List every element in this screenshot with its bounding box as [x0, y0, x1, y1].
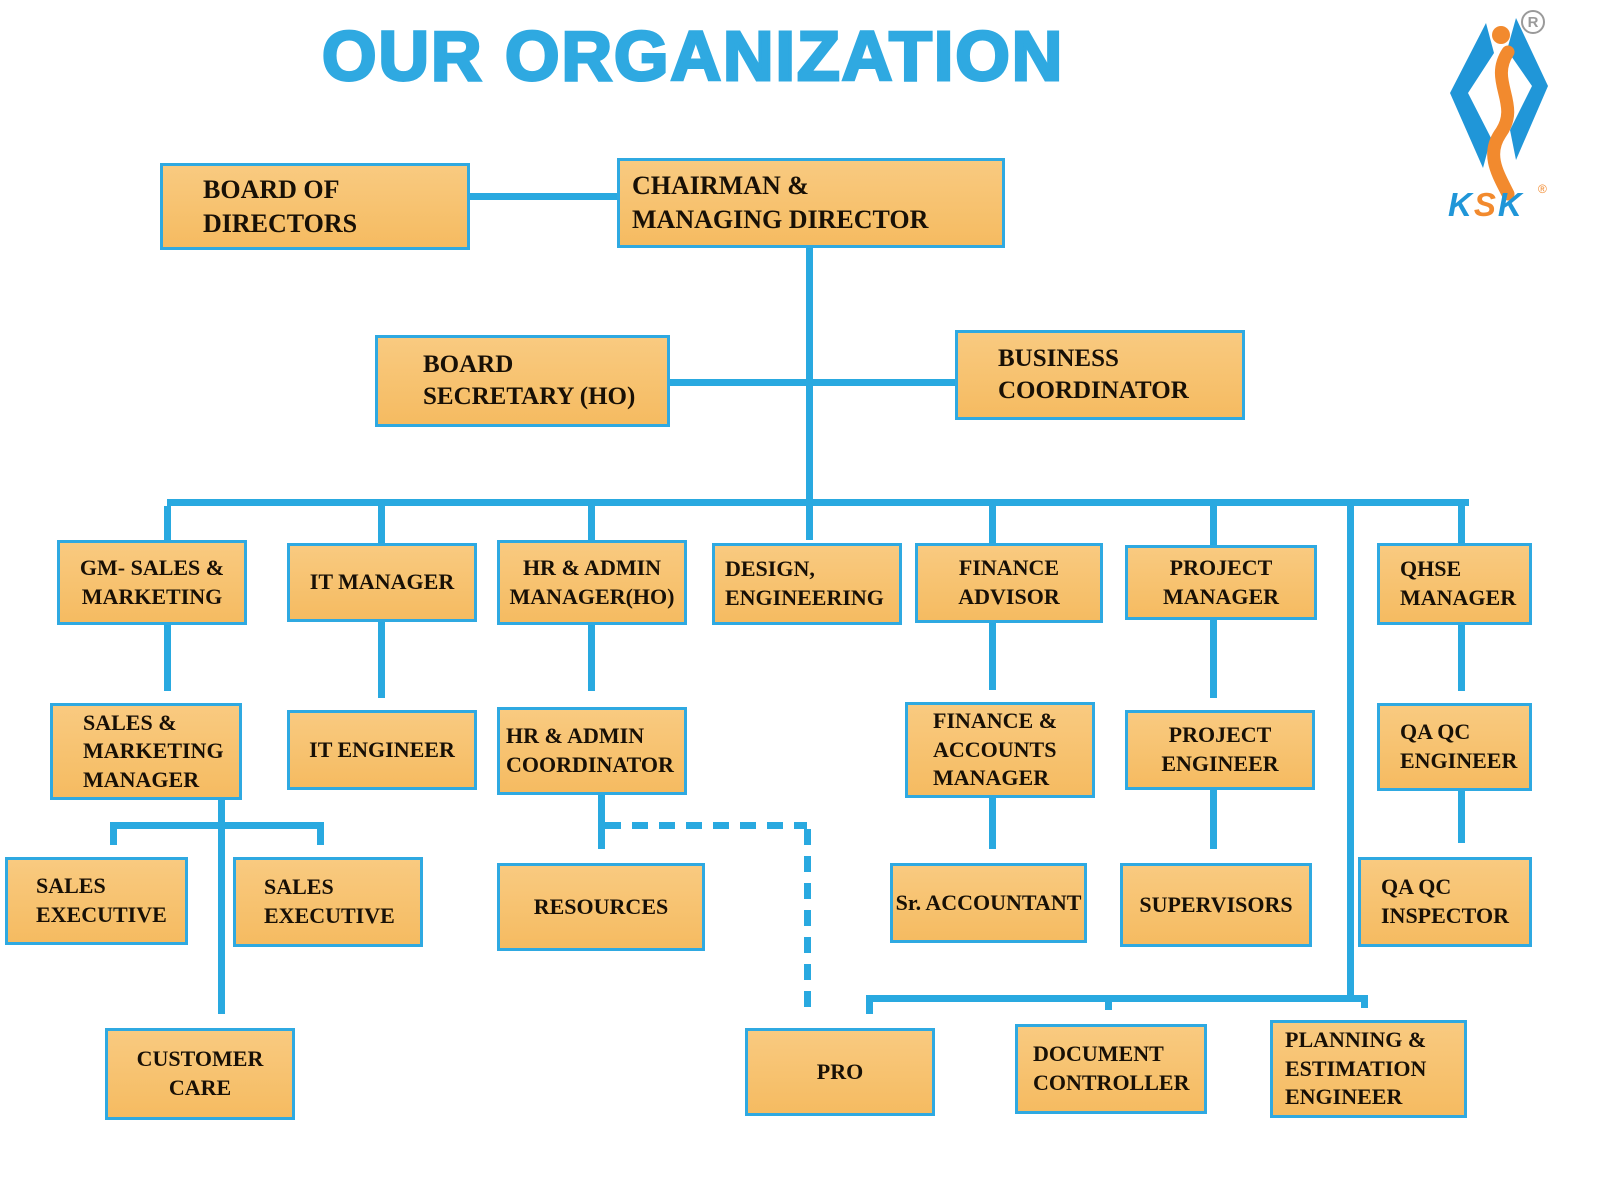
node-project-engineer: PROJECT ENGINEER	[1125, 710, 1315, 790]
connector-drop-finance-advisor	[989, 506, 996, 546]
connector-dashed-horizontal	[605, 822, 807, 829]
connector-drop-project-manager	[1210, 506, 1217, 548]
connector-bottom-bracket	[866, 995, 1368, 1002]
ksk-logo: KSK ®	[1448, 18, 1548, 220]
connector-fam-sr-accountant	[989, 798, 996, 849]
connector-qhse-qaqce	[1458, 625, 1465, 691]
node-supervisors: SUPERVISORS	[1120, 863, 1312, 947]
node-document-controller: DOCUMENT CONTROLLER	[1015, 1024, 1207, 1114]
connector-itm-ite	[378, 622, 385, 698]
node-qhse-manager: QHSE MANAGER	[1377, 543, 1532, 625]
connector-drop-sales-exec-2	[317, 829, 324, 845]
logo-registered-small: ®	[1538, 182, 1547, 196]
node-finance-advisor: FINANCE ADVISOR	[915, 543, 1103, 623]
node-hr-admin-manager: HR & ADMIN MANAGER(HO)	[497, 540, 687, 625]
connector-hrm-hrc	[588, 625, 595, 691]
connector-sales-bracket	[110, 822, 324, 829]
node-it-manager: IT MANAGER	[287, 543, 477, 622]
node-sr-accountant: Sr. ACCOUNTANT	[890, 863, 1087, 943]
connector-pe-supervisors	[1210, 790, 1217, 849]
page-title: OUR ORGANIZATION	[320, 16, 1065, 97]
node-project-manager: PROJECT MANAGER	[1125, 545, 1317, 620]
node-board-secretary: BOARD SECRETARY (HO)	[375, 335, 670, 427]
connector-board-chairman	[470, 193, 620, 200]
node-resources: RESOURCES	[497, 863, 705, 951]
node-sales-executive-1: SALES EXECUTIVE	[5, 857, 188, 945]
node-sales-marketing-manager: SALES & MARKETING MANAGER	[50, 703, 242, 800]
connector-drop-sales-exec-1	[110, 829, 117, 845]
connector-drop-it-manager	[378, 506, 385, 546]
node-customer-care: CUSTOMER CARE	[105, 1028, 295, 1120]
connector-row2-horizontal	[670, 379, 955, 386]
node-hr-admin-coordinator: HR & ADMIN COORDINATOR	[497, 707, 687, 795]
connector-long-vertical	[1347, 506, 1354, 1002]
logo-left-blade	[1450, 23, 1494, 168]
connector-top-bus	[167, 499, 1469, 506]
connector-qaqce-inspector	[1458, 791, 1465, 843]
node-design-engineering: DESIGN, ENGINEERING	[712, 543, 902, 625]
connector-drop-hr-manager	[588, 506, 595, 542]
registered-trademark-icon: R	[1521, 10, 1545, 34]
node-qa-qc-engineer: QA QC ENGINEER	[1377, 703, 1532, 791]
connector-smm-customer-care	[218, 800, 225, 1014]
node-sales-executive-2: SALES EXECUTIVE	[233, 857, 423, 947]
node-board-of-directors: BOARD OF DIRECTORS	[160, 163, 470, 250]
node-qa-qc-inspector: QA QC INSPECTOR	[1358, 857, 1532, 947]
connector-drop-document-controller	[1105, 1002, 1112, 1010]
logo-orange-swoosh	[1487, 45, 1515, 201]
node-pro: PRO	[745, 1028, 935, 1116]
connector-drop-pro	[866, 1002, 873, 1014]
connector-drop-qhse	[1458, 506, 1465, 546]
node-planning-estimation-engineer: PLANNING & ESTIMATION ENGINEER	[1270, 1020, 1467, 1118]
connector-chairman-trunk	[806, 248, 813, 540]
logo-orange-dot	[1492, 26, 1510, 44]
connector-drop-gm	[164, 506, 171, 542]
connector-pm-pe	[1210, 620, 1217, 698]
node-chairman-managing-director: CHAIRMAN & MANAGING DIRECTOR	[617, 158, 1005, 248]
connector-dashed-to-pro	[804, 829, 811, 1015]
connector-hrc-resources	[598, 795, 605, 849]
node-business-coordinator: BUSINESS COORDINATOR	[955, 330, 1245, 420]
logo-right-blade	[1507, 18, 1548, 160]
connector-gm-smm	[164, 625, 171, 691]
node-gm-sales-marketing: GM- SALES & MARKETING	[57, 540, 247, 625]
logo-brand-text: KSK	[1448, 186, 1524, 220]
connector-fa-fam	[989, 623, 996, 690]
node-finance-accounts-manager: FINANCE & ACCOUNTS MANAGER	[905, 702, 1095, 798]
node-it-engineer: IT ENGINEER	[287, 710, 477, 790]
connector-drop-planning	[1361, 1002, 1368, 1008]
